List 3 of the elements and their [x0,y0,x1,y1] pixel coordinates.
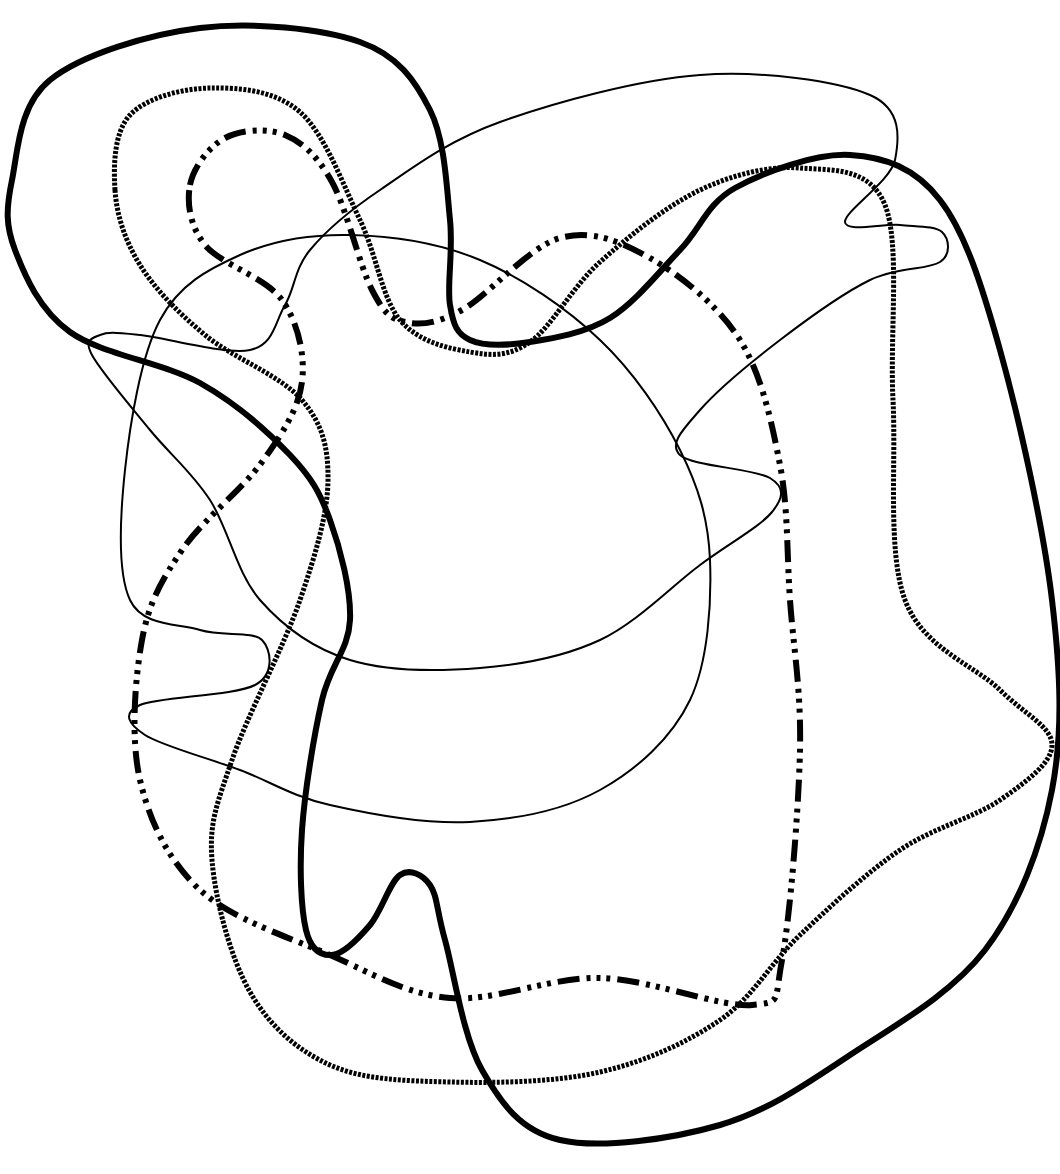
closed-curve [4,22,1060,1147]
closed-curve [131,127,804,1009]
closed-curve [111,85,1055,1085]
